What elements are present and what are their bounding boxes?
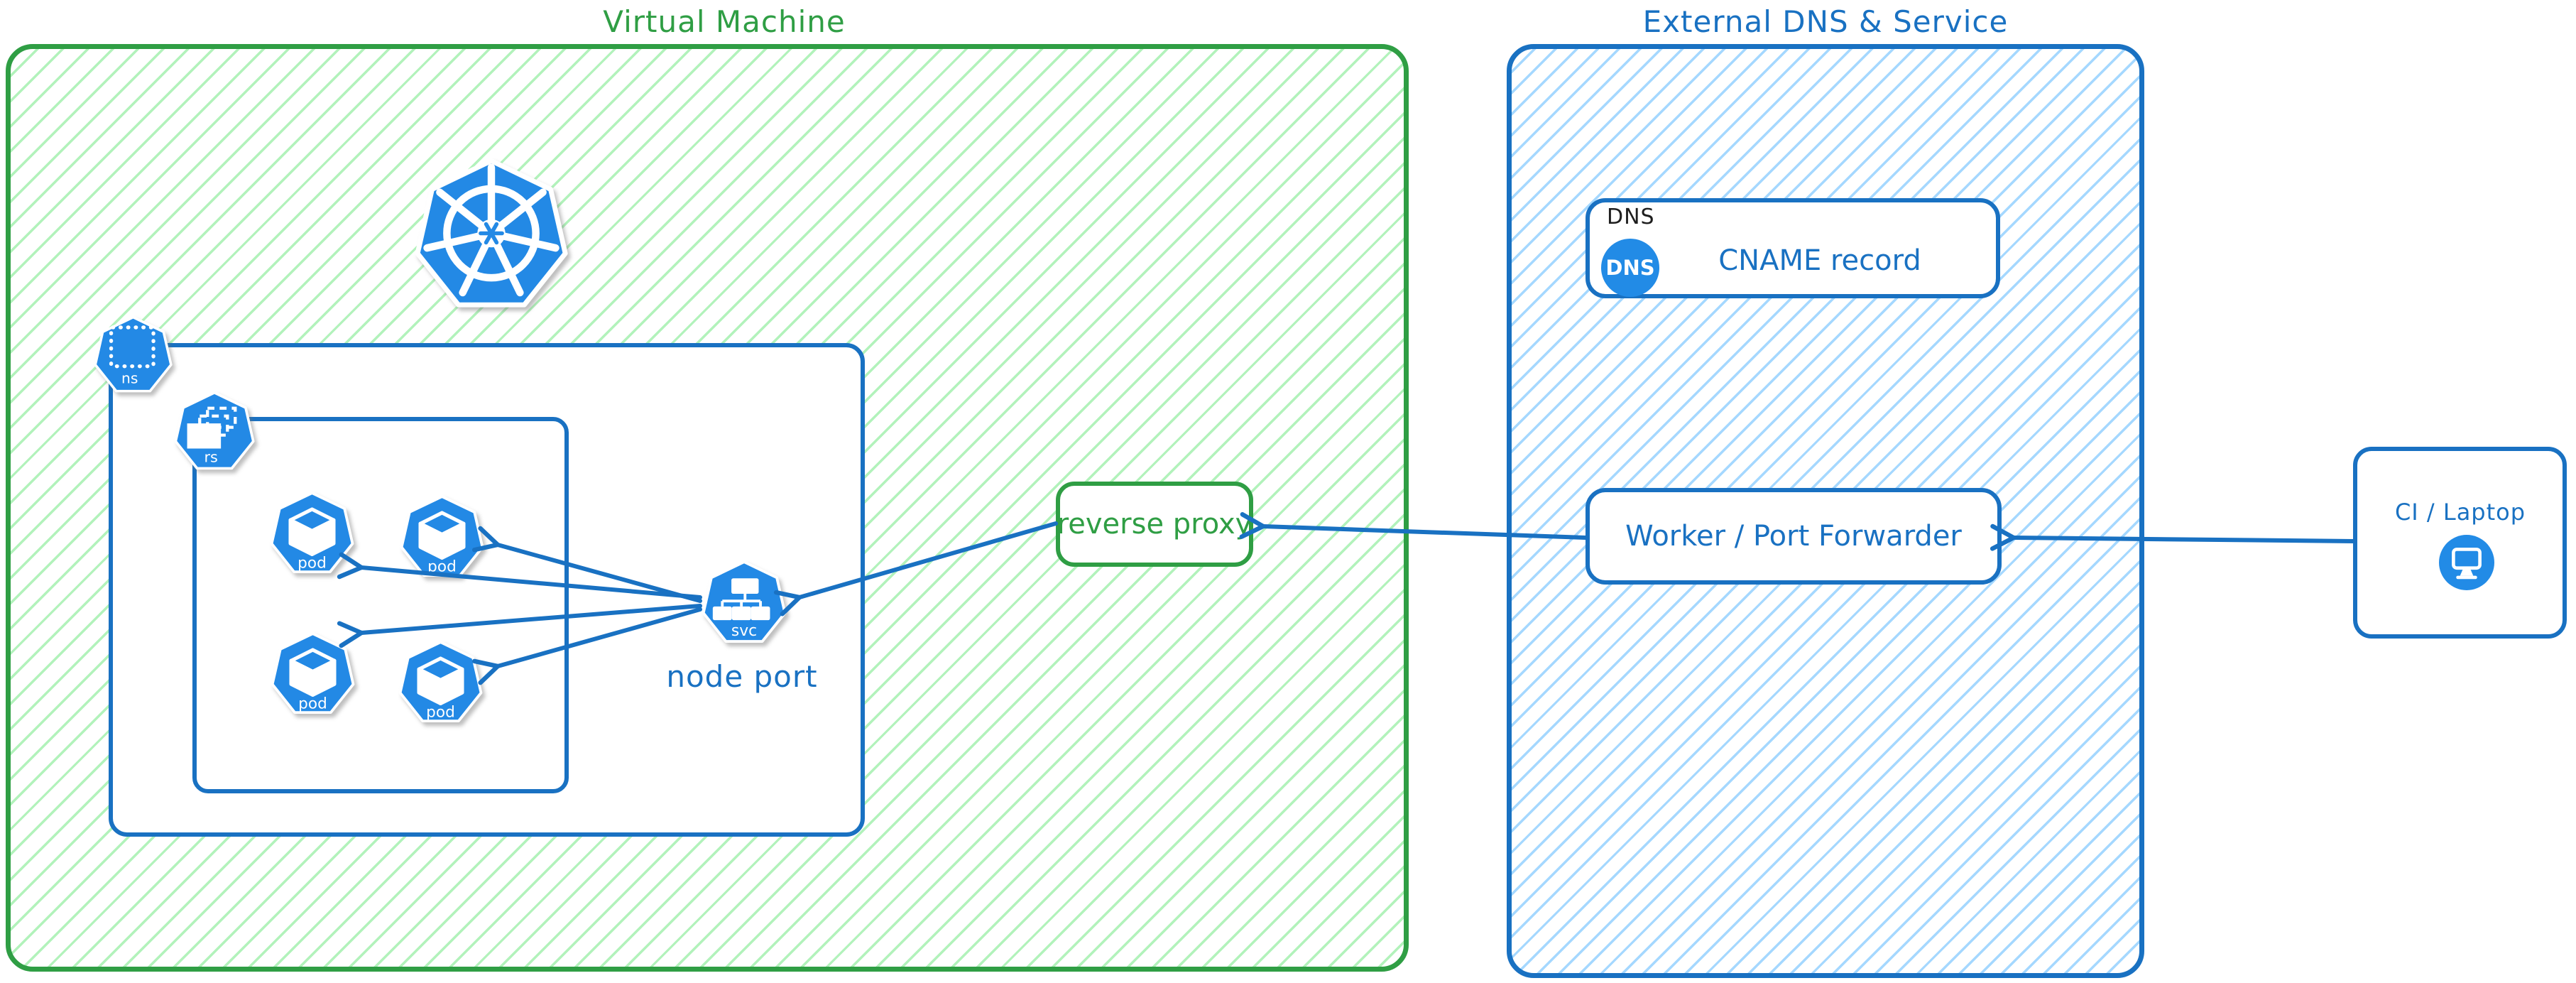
reverse-proxy-label: reverse proxy bbox=[1057, 508, 1252, 541]
cname-record-label: CNAME record bbox=[1718, 244, 1921, 277]
monitor-glyph bbox=[2452, 548, 2482, 580]
node-port-label: node port bbox=[666, 659, 818, 694]
namespace-icon-label: ns bbox=[121, 369, 138, 386]
dns-icon: DNS bbox=[1601, 239, 1659, 297]
pod-icon-label: pod bbox=[427, 558, 457, 576]
pod-icon: pod bbox=[270, 492, 354, 574]
cube-glyph bbox=[417, 656, 464, 706]
service-icon-label: svc bbox=[731, 622, 757, 640]
worker-port-forwarder-box: Worker / Port Forwarder bbox=[1586, 488, 2002, 585]
pod-icon: pod bbox=[271, 632, 355, 715]
pod-icon-label: pod bbox=[298, 555, 327, 572]
service-tree-glyph bbox=[712, 578, 770, 621]
namespace-icon: ns bbox=[94, 315, 173, 393]
dns-icon-label: DNS bbox=[1605, 256, 1655, 280]
cube-glyph bbox=[289, 648, 337, 697]
pod-icon-label: pod bbox=[298, 695, 327, 713]
cube-glyph bbox=[288, 507, 336, 557]
pod-icon: pod bbox=[398, 641, 483, 723]
virtual-machine-title: Virtual Machine bbox=[603, 4, 846, 39]
pod-icon-label: pod bbox=[426, 704, 455, 722]
replicaset-icon: rs bbox=[174, 391, 255, 470]
reverse-proxy-box: reverse proxy bbox=[1056, 482, 1253, 567]
kubernetes-logo-icon bbox=[415, 158, 568, 308]
external-dns-service-title: External DNS & Service bbox=[1642, 4, 2009, 39]
dns-tag-label: DNS bbox=[1607, 205, 1655, 229]
monitor-icon bbox=[2439, 535, 2494, 590]
dotted-namespace-glyph bbox=[109, 325, 155, 369]
ci-laptop-label: CI / Laptop bbox=[2394, 499, 2526, 526]
service-icon: svc bbox=[702, 560, 787, 643]
pod-icon: pod bbox=[400, 495, 484, 577]
worker-port-forwarder-label: Worker / Port Forwarder bbox=[1625, 520, 1962, 553]
cube-glyph bbox=[418, 511, 466, 560]
replicaset-icon-label: rs bbox=[204, 448, 217, 465]
